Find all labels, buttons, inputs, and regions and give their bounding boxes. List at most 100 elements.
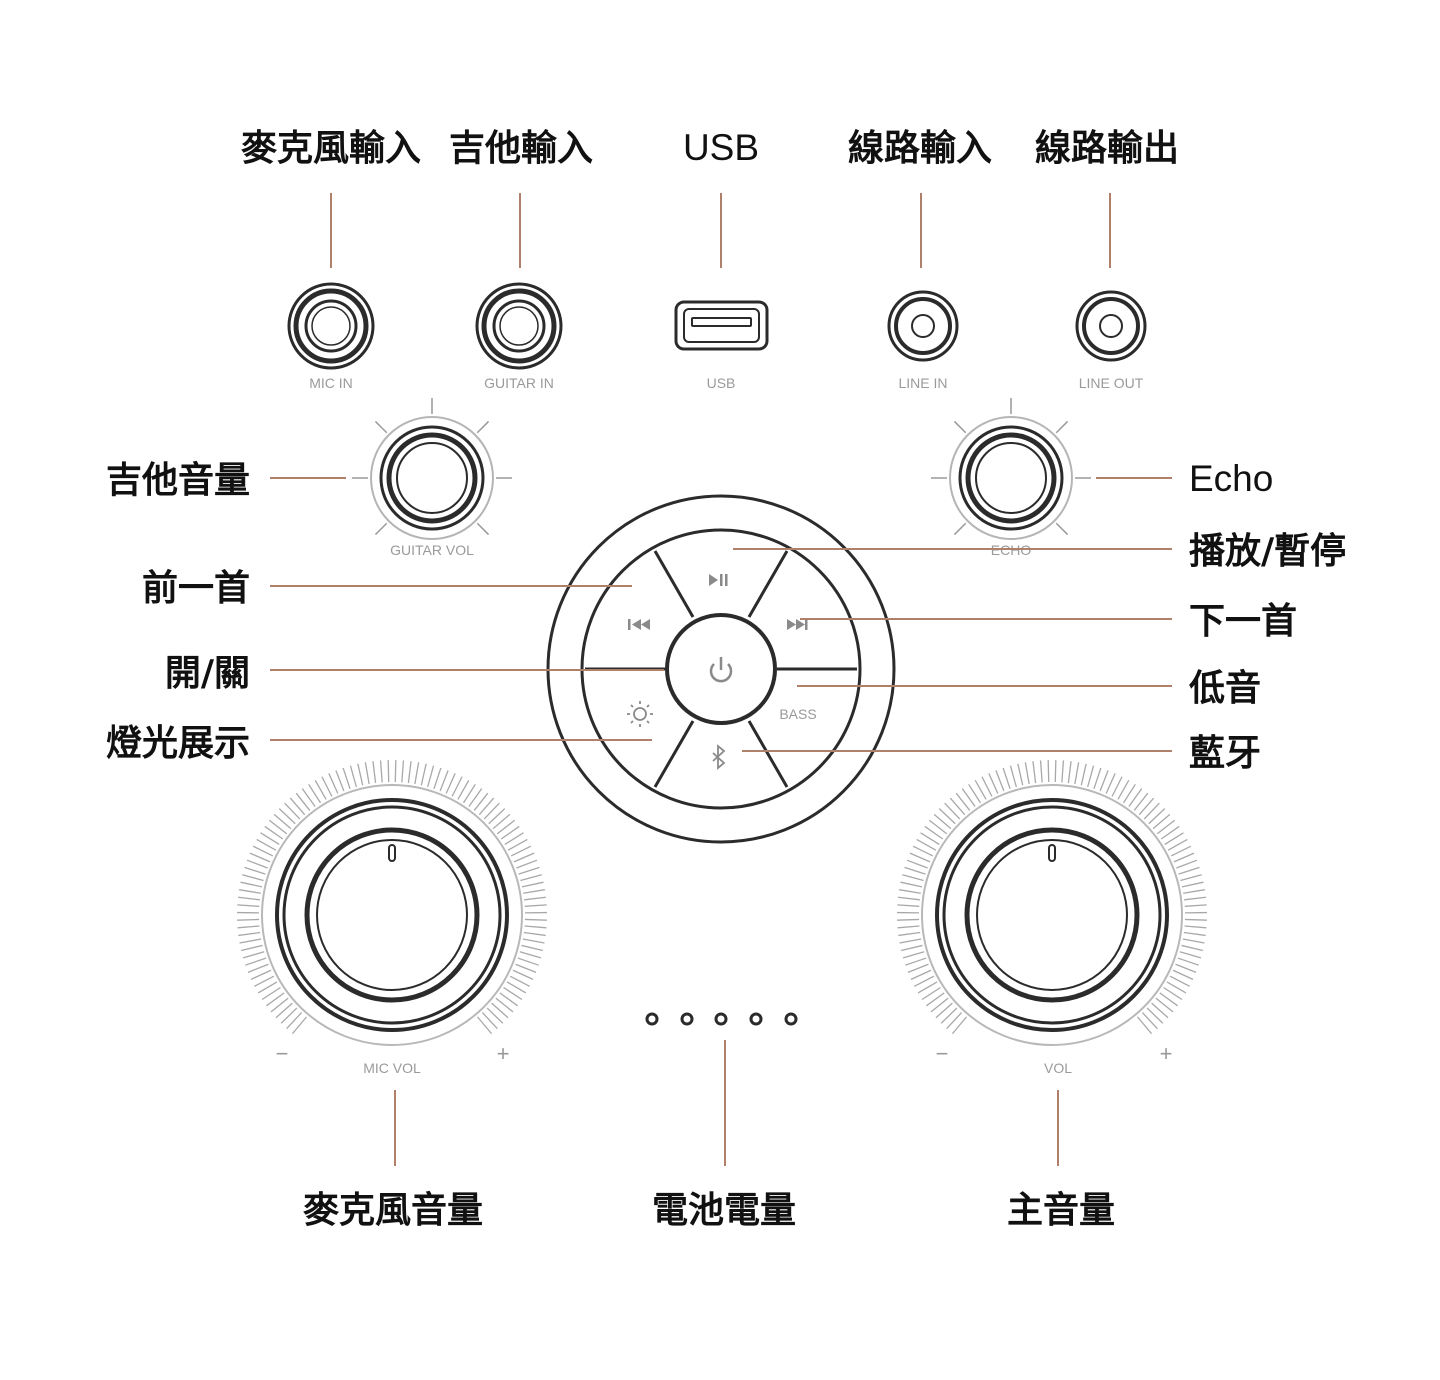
dial-tick — [512, 969, 534, 980]
dial-tick — [314, 780, 327, 800]
dial-tick — [1032, 761, 1037, 784]
mic-vol-knob — [237, 760, 547, 1046]
dial-tick — [1184, 904, 1207, 907]
dial-tick — [988, 773, 999, 794]
dial-tick — [524, 925, 547, 929]
dial-tick — [914, 975, 935, 987]
bluetooth-icon[interactable] — [712, 744, 726, 770]
dial-tick — [342, 767, 351, 789]
dial-tick — [1169, 975, 1190, 987]
dial-tick — [372, 761, 377, 784]
dial-tick — [521, 881, 544, 888]
dial-tick — [522, 938, 545, 944]
dial-tick — [524, 904, 547, 907]
dial-tick — [321, 776, 333, 797]
dial-tick — [242, 951, 265, 959]
line-out-panel-label: LINE OUT — [1079, 375, 1144, 391]
dial-tick — [492, 813, 511, 830]
dial-tick — [1017, 763, 1024, 786]
dial-tick — [523, 931, 546, 937]
dial-tick — [237, 896, 260, 901]
dial-tick — [245, 957, 267, 966]
dial-tick — [445, 773, 456, 794]
light-icon[interactable] — [627, 701, 653, 727]
power-icon[interactable] — [709, 657, 733, 683]
dial-tick — [478, 797, 495, 816]
dial-tick — [898, 931, 921, 937]
previous-icon[interactable] — [628, 619, 650, 630]
dial-tick — [1087, 765, 1095, 788]
play-pause-icon[interactable] — [709, 574, 728, 586]
callout-bass: 低音 — [1189, 668, 1261, 709]
dial-tick — [264, 825, 284, 840]
dial-tick — [244, 866, 266, 875]
dial-tick — [516, 859, 538, 869]
dial-tick — [974, 780, 987, 800]
button-cluster — [546, 494, 896, 844]
dial-tick — [238, 931, 261, 937]
dial-tick — [904, 866, 926, 875]
dial-tick — [900, 944, 923, 952]
callout-line-out: 線路輸出 — [1035, 128, 1179, 169]
dial-tick — [451, 776, 463, 797]
vol-plus: + — [1160, 1041, 1173, 1066]
dial-tick — [252, 845, 274, 857]
dial-tick — [953, 420, 967, 434]
dial-tick — [1067, 761, 1072, 784]
line-out-jack — [1075, 290, 1147, 362]
callout-bluetooth: 藍牙 — [1189, 733, 1261, 774]
dial-tick — [374, 522, 388, 536]
dial-tick — [335, 770, 345, 792]
dial-tick — [1166, 981, 1187, 994]
dial-tick — [278, 808, 296, 825]
dial-tick — [239, 938, 262, 944]
dial-tick — [256, 838, 277, 851]
dial-tick — [1156, 819, 1176, 835]
dial-tick — [520, 874, 542, 882]
dial-tick — [1024, 762, 1030, 785]
dial-tick — [1148, 808, 1166, 825]
dial-tick — [246, 859, 268, 869]
dial-tick — [1173, 852, 1195, 863]
vol-panel-label: VOL — [1044, 1060, 1072, 1076]
dial-tick — [473, 792, 489, 811]
callout-play-pause: 播放/暫停 — [1189, 531, 1346, 572]
dial-tick — [1074, 762, 1080, 785]
dial-tick — [328, 773, 339, 794]
dial-tick — [905, 957, 927, 966]
dial-tick — [1151, 1002, 1169, 1019]
dial-tick — [921, 986, 941, 1001]
dial-tick — [944, 802, 961, 820]
callout-mic-in: 麥克風輸入 — [241, 128, 421, 169]
dial-tick — [917, 981, 938, 994]
dial-tick — [488, 808, 506, 825]
dial-tick — [1117, 780, 1130, 800]
callout-next: 下一首 — [1189, 601, 1297, 642]
dial-tick — [933, 813, 952, 830]
dial-tick — [907, 963, 929, 973]
dial-tick — [357, 763, 364, 786]
dial-tick — [507, 838, 528, 851]
dial-tick — [260, 832, 280, 846]
dial-tick — [1054, 760, 1057, 783]
dial-tick — [906, 859, 928, 869]
dial-tick — [955, 792, 971, 811]
dial-tick — [439, 770, 449, 792]
usb-panel-label: USB — [707, 375, 736, 391]
dial-tick — [1167, 838, 1188, 851]
dial-tick — [1105, 773, 1116, 794]
dial-tick — [420, 763, 427, 786]
dial-tick — [1061, 760, 1065, 783]
dial-tick — [247, 963, 269, 973]
dial-tick — [275, 1002, 293, 1019]
bass-button-label[interactable]: BASS — [779, 706, 816, 722]
dial-tick — [897, 904, 920, 907]
dial-tick — [476, 420, 490, 434]
dial-tick — [940, 1007, 958, 1024]
dial-tick — [902, 951, 925, 959]
dial-tick — [902, 874, 924, 882]
dial-tick — [961, 788, 976, 807]
dial-tick — [510, 845, 532, 857]
callout-echo: Echo — [1189, 458, 1273, 499]
next-icon[interactable] — [787, 619, 808, 630]
